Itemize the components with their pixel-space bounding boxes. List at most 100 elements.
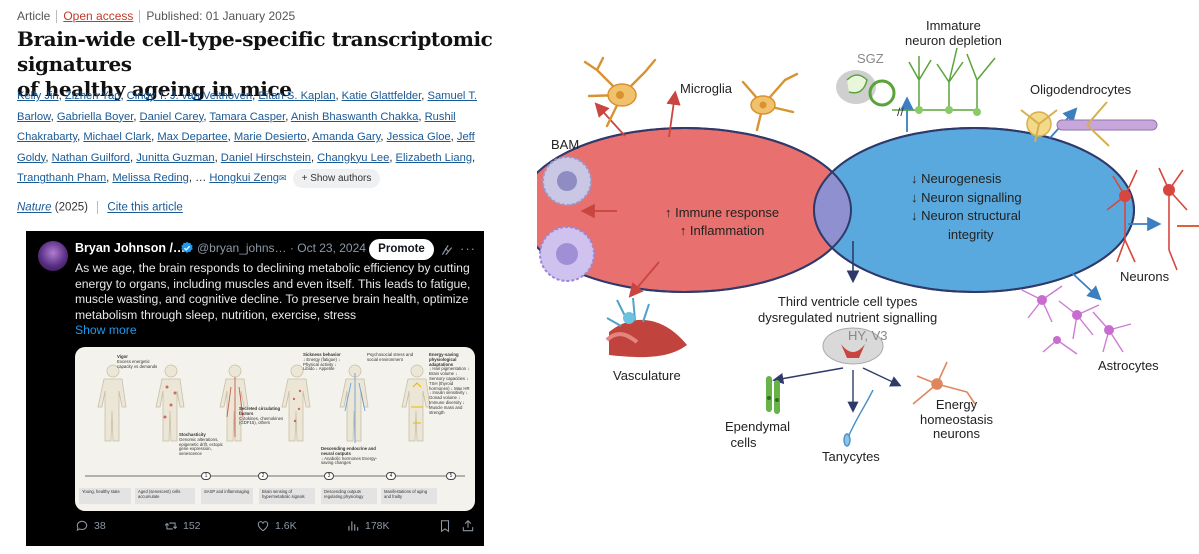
ageing-signature-diagram: //: [537, 0, 1199, 554]
bookmark-button[interactable]: [438, 519, 452, 533]
show-authors-button[interactable]: + Show authors: [292, 169, 381, 188]
more-options-icon[interactable]: ···: [460, 241, 476, 256]
author-link[interactable]: Gabriella Boyer: [56, 110, 134, 123]
sgz-label: SGZ: [857, 51, 884, 66]
open-access-link[interactable]: Open access: [63, 9, 134, 23]
figure-caption: Young, healthy state: [79, 488, 131, 504]
article-type: Article: [17, 9, 51, 23]
tanycyte-illustration: [843, 389, 874, 447]
neurons-illustration: [1106, 167, 1199, 271]
figure-caption: Manifestations of aging and frailty: [381, 488, 437, 504]
repost-count: 152: [183, 520, 201, 532]
tweet-handle[interactable]: @bryan_johns…: [197, 241, 287, 255]
diagram-graphics: //: [537, 47, 1199, 447]
neuron-signalling-label: ↓ Neuron signalling: [911, 189, 1022, 205]
author-link[interactable]: Cindy T. J. van Velthoven: [126, 90, 253, 102]
reply-count: 38: [94, 520, 106, 532]
vasculature-illustration: [605, 297, 687, 358]
author-link[interactable]: Kelly Jin: [17, 90, 59, 102]
bam-illustration: [539, 156, 595, 282]
hy-v3-label: HY, V3: [848, 328, 888, 343]
tweet-card[interactable]: Bryan Johnson /… @bryan_johns… · Oct 23,…: [26, 231, 484, 546]
author-link[interactable]: Elizabeth Liang: [395, 151, 473, 164]
author-link[interactable]: Eitan S. Kaplan: [258, 90, 336, 102]
author-link[interactable]: Daniel Hirschstein: [220, 151, 311, 164]
title-line-2: of healthy ageing in mice: [17, 77, 292, 101]
figure-caption: Aged (senescent) cells accumulate: [135, 488, 195, 504]
astrocytes-label: Astrocytes: [1098, 358, 1159, 373]
meta-divider: [56, 10, 58, 24]
figure-caption: Brain sensing of hypermetabolic signals: [259, 488, 315, 504]
verified-badge-icon: [181, 241, 193, 253]
journal-year: (2025): [54, 201, 88, 214]
author-link[interactable]: Jessica Gloe: [386, 131, 451, 143]
author-link[interactable]: Zizhen Yao: [64, 90, 121, 102]
journal-link[interactable]: Nature: [17, 201, 52, 214]
author-link[interactable]: Michael Clark: [83, 131, 152, 143]
bam-label: BAM: [551, 137, 580, 152]
views-button[interactable]: 178K: [346, 519, 390, 533]
author-link[interactable]: Max Departee: [157, 131, 228, 143]
figure-step-number: 4: [386, 472, 396, 480]
author-link[interactable]: Daniel Carey: [139, 110, 204, 123]
show-more-link[interactable]: Show more: [75, 323, 137, 337]
grok-icon[interactable]: [440, 243, 454, 257]
aging-figure-illustration: [85, 364, 465, 477]
promote-button[interactable]: Promote: [369, 239, 434, 260]
plus-icon: +: [301, 173, 311, 184]
share-button[interactable]: [461, 519, 475, 533]
tweet-date[interactable]: · Oct 23, 2024: [289, 241, 366, 255]
author-list: Kelly Jin, Zizhen Yao, Cindy T. J. van V…: [17, 86, 503, 189]
microglia-label: Microglia: [680, 81, 733, 96]
cite-article-link[interactable]: Cite this article: [107, 201, 183, 214]
author-link[interactable]: Changkyu Lee: [317, 151, 390, 164]
author-link[interactable]: Rushil Chakrabarty: [17, 110, 456, 144]
repost-icon: [164, 522, 178, 530]
reply-button[interactable]: 38: [75, 519, 106, 533]
author-link[interactable]: Amanda Gary: [312, 131, 381, 143]
inflammation-label: ↑ Inflammation: [679, 223, 765, 238]
figure-step-number: 2: [258, 472, 268, 480]
integrity-label: integrity: [948, 226, 994, 242]
figure-caption: SASP and inflammaging: [201, 488, 253, 504]
tweet-handle-and-date: @bryan_johns… · Oct 23, 2024: [197, 241, 366, 255]
tweet-author-name[interactable]: Bryan Johnson /…: [75, 241, 186, 255]
astrocytes-illustration: [1021, 285, 1132, 355]
article-meta: Article Open access Published: 01 January …: [17, 9, 296, 24]
tanycytes-label: Tanycytes: [822, 449, 880, 464]
published-date: Published: 01 January 2025: [146, 9, 296, 23]
oligodendrocyte-illustration: [1020, 101, 1158, 147]
neuron-structural-label: ↓ Neuron structural: [911, 208, 1021, 223]
email-icon[interactable]: ✉: [279, 173, 287, 183]
like-button[interactable]: 1.6K: [256, 519, 297, 533]
author-link[interactable]: Trangthanh Pham: [17, 172, 107, 184]
last-author-link[interactable]: Hongkui Zeng: [209, 172, 280, 184]
avatar[interactable]: [38, 241, 68, 271]
brain-section-illustration: [822, 327, 884, 365]
svg-text://: //: [897, 105, 904, 119]
author-link[interactable]: Marie Desierto: [233, 131, 307, 143]
reply-icon: [76, 520, 88, 532]
author-link[interactable]: Samuel T. Barlow: [17, 90, 478, 123]
repost-button[interactable]: 152: [164, 519, 201, 533]
immature-neuron-illustration: //: [892, 47, 996, 119]
author-link[interactable]: Jeff Goldy: [17, 131, 475, 164]
author-link[interactable]: Melissa Reding: [112, 172, 189, 184]
oligodendrocytes-label: Oligodendrocytes: [1030, 82, 1132, 97]
author-link[interactable]: Tamara Casper: [209, 110, 286, 123]
authors-ellipsis: …: [195, 172, 207, 184]
author-link[interactable]: Junitta Guzman: [136, 151, 215, 164]
author-link[interactable]: Anish Bhaswanth Chakka: [290, 110, 419, 123]
author-link[interactable]: Nathan Guilford: [51, 151, 130, 164]
meta-divider: [97, 201, 99, 214]
energy-neuron-illustration: [912, 361, 976, 405]
bookmark-icon: [440, 520, 450, 533]
share-icon: [462, 520, 474, 532]
author-link[interactable]: Katie Glattfelder: [341, 90, 422, 102]
